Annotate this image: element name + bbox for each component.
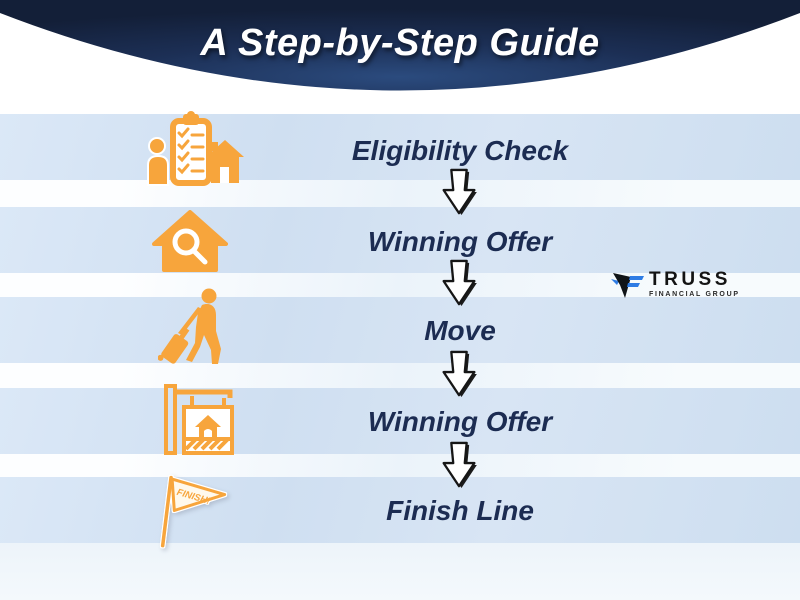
step-band-1 [0,114,800,180]
wave-divider [0,273,800,297]
house-search-icon [152,210,228,272]
step-band-3 [0,297,800,363]
page-title: A Step-by-Step Guide [200,22,600,64]
clipboard-checklist-house-icon [147,111,244,186]
step-label-finish-line: Finish Line [386,495,534,526]
person-luggage-icon [158,288,221,364]
wave-divider [0,363,800,388]
down-arrow-icon [442,441,477,489]
step-band-4 [0,388,800,454]
real-estate-sign-icon [164,384,234,455]
step-label-eligibility-check: Eligibility Check [351,135,569,166]
header-banner [0,0,800,91]
wave-divider [0,454,800,477]
down-arrow-icon [442,259,477,307]
logo-subtitle: FINANCIAL GROUP [649,291,740,298]
logo-title: TRUSS [649,269,731,290]
step-band-2 [0,207,800,273]
footer-band [0,543,800,600]
logo-mark-icon [611,273,644,298]
step-label-winning-offer-2: Winning Offer [367,406,553,437]
finish-flag-icon: FINISH! [160,475,227,548]
down-arrow-icon [442,168,477,216]
wave-divider [0,180,800,207]
step-band-5 [0,477,800,543]
down-arrow-icon [442,350,477,398]
step-label-winning-offer-1: Winning Offer [367,226,553,257]
truss-financial-group-logo: TRUSS FINANCIAL GROUP [610,270,740,300]
step-label-move: Move [424,315,496,346]
